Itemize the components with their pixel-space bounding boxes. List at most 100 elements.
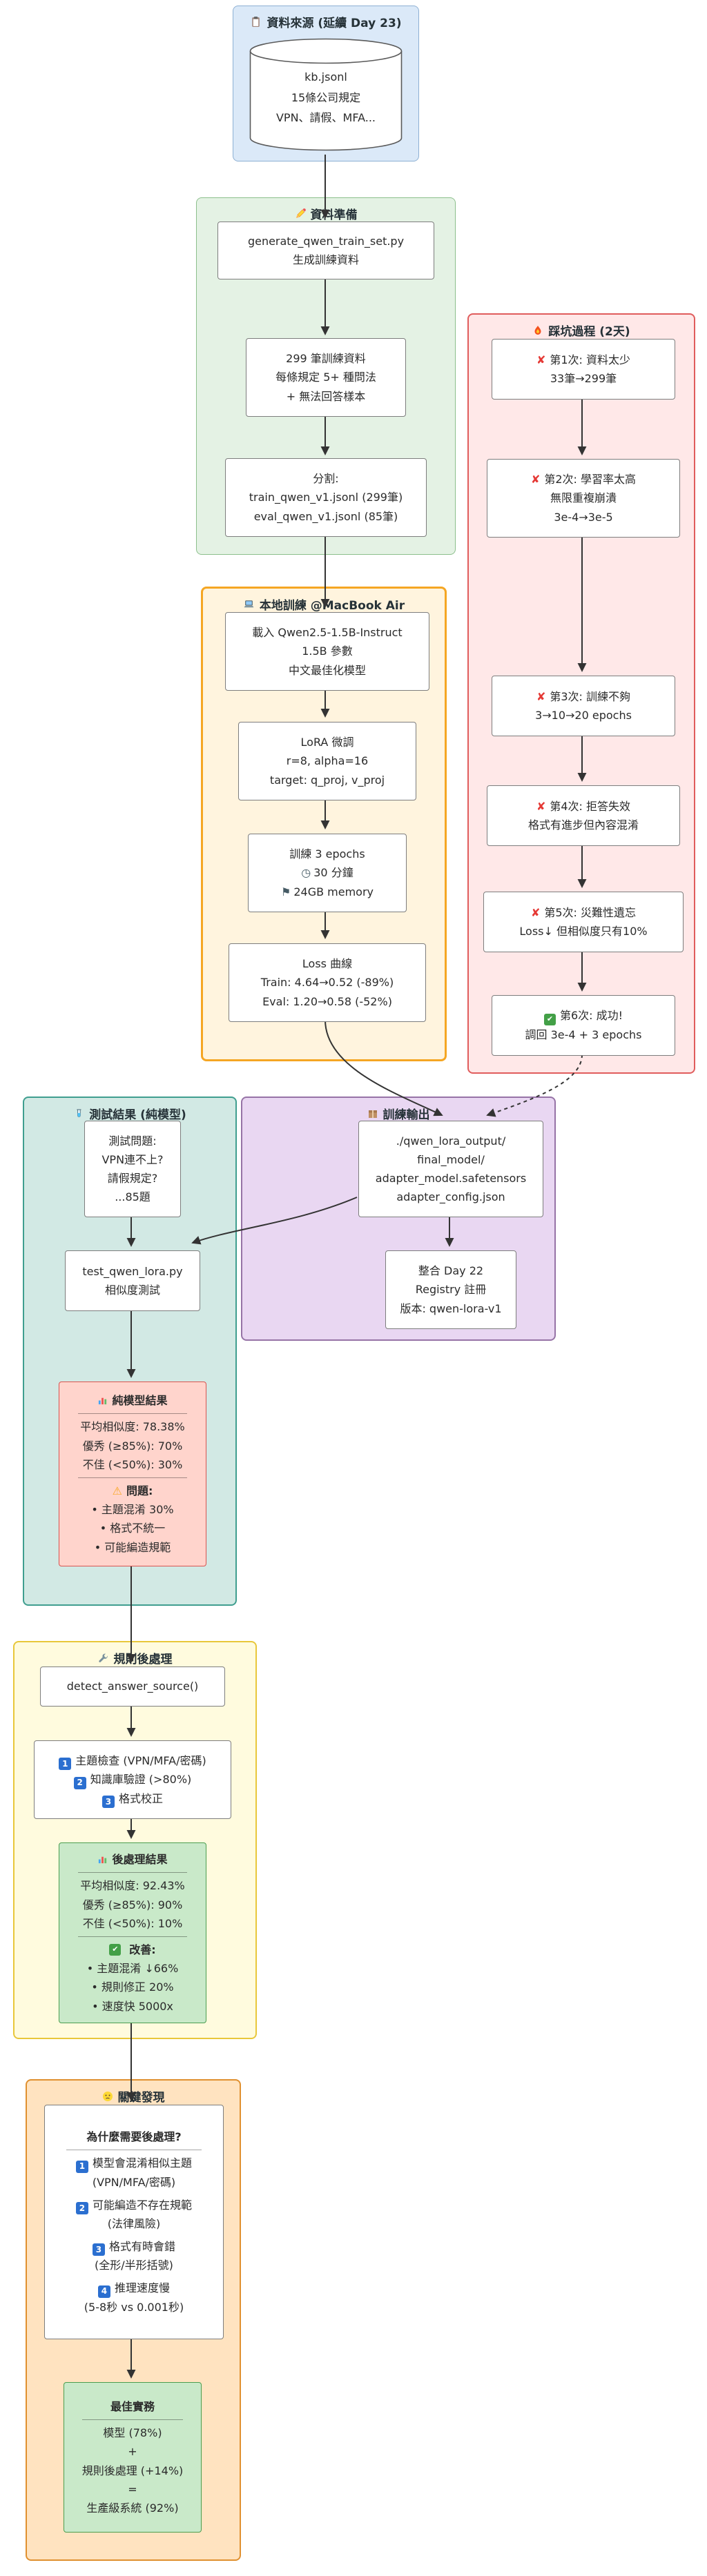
best-practice-header: 最佳實務	[110, 2399, 155, 2413]
badge-2: 2	[73, 1776, 86, 1789]
bar-chart-icon	[99, 1398, 107, 1405]
package-icon	[368, 1110, 377, 1118]
clipboard-icon	[252, 17, 260, 27]
node-line: target: q_proj, v_proj	[269, 773, 385, 787]
node-line: • 規則修正 20%	[91, 1980, 174, 1994]
subgraph-title-pitfalls: 踩坑過程 (2天)	[469, 322, 694, 339]
node-line: Loss 曲線	[302, 957, 353, 971]
node-line: 調回 3e-4 + 3 epochs	[525, 1028, 642, 1042]
divider	[78, 1413, 187, 1415]
node-line: 相似度測試	[104, 1284, 160, 1297]
check-icon: ✔	[543, 1014, 556, 1026]
node-pitfall-5: ✘第5次: 災難性遺忘 Loss↓ 但相似度只有10%	[483, 892, 684, 952]
laptop-icon	[244, 600, 254, 608]
node-registry: 整合 Day 22 Registry 註冊 版本: qwen-lora-v1	[385, 1250, 516, 1329]
divider	[78, 1936, 187, 1937]
cross-icon: ✘	[530, 905, 541, 919]
wrench-icon	[98, 1653, 108, 1662]
divider	[82, 2419, 183, 2421]
node-line: ✔第6次: 成功!	[499, 1006, 668, 1026]
node-line: ◷30 分鐘	[301, 866, 354, 880]
node-line: 3→10→20 epochs	[535, 709, 632, 722]
issues-header: ⚠ 問題:	[66, 1482, 199, 1500]
subgraph-title-training-output: 訓練輸出	[242, 1105, 554, 1122]
node-pure-model-results: 純模型結果 平均相似度: 78.38% 優秀 (≥85%): 70% 不佳 (<…	[59, 1382, 206, 1566]
badge-4: 4	[97, 2285, 110, 2298]
node-line: 優秀 (≥85%): 70%	[82, 1439, 183, 1453]
node-line: 33筆→299筆	[550, 372, 617, 385]
bar-chart-icon	[99, 1857, 107, 1864]
node-postprocess-results: 後處理結果 平均相似度: 92.43% 優秀 (≥85%): 90% 不佳 (<…	[59, 1842, 206, 2023]
node-line: Loss↓ 但相似度只有10%	[519, 925, 648, 938]
subgraph-label: 訓練輸出	[382, 1108, 430, 1122]
node-line: kb.jsonl	[304, 70, 347, 83]
subgraph-training-output: 訓練輸出 ./qwen_lora_output/ final_model/ ad…	[241, 1097, 556, 1341]
improve-header: ✔ 改善:	[66, 1940, 199, 1959]
node-test-questions: 測試問題: VPN連不上? 請假規定? ...85題	[84, 1121, 181, 1217]
cross-icon: ✘	[536, 689, 546, 703]
badge-1: 1	[59, 1758, 72, 1771]
result-header: 純模型結果	[66, 1391, 199, 1410]
subgraph-title-local-training: 本地訓練 @MacBook Air	[203, 596, 445, 613]
subgraph-pitfalls: 踩坑過程 (2天) ✘第1次: 資料太少 33筆→299筆 ✘第2次: 學習率太…	[467, 313, 695, 1074]
node-lora-config: LoRA 微調 r=8, alpha=16 target: q_proj, v_…	[238, 722, 416, 800]
node-line: ...85題	[115, 1190, 151, 1204]
subgraph-label: 資料來源 (延續 Day 23)	[267, 17, 402, 30]
node-line: 平均相似度: 78.38%	[80, 1420, 185, 1434]
node-train-epochs: 訓練 3 epochs ◷30 分鐘 ⚑24GB memory	[248, 834, 407, 912]
why-header: 為什麼需要後處理?	[86, 2130, 182, 2144]
node-line: 請假規定?	[107, 1172, 158, 1185]
node-load-model: 載入 Qwen2.5-1.5B-Instruct 1.5B 參數 中文最佳化模型	[225, 612, 429, 691]
divider	[78, 1872, 187, 1874]
node-line: 優秀 (≥85%): 90%	[82, 1898, 183, 1911]
node-line: 每條規定 5+ 種問法	[275, 371, 376, 384]
subgraph-test-results: 測試結果 (純模型) 測試問題: VPN連不上? 請假規定? ...85題 te…	[23, 1097, 237, 1606]
node-line: detect_answer_source()	[66, 1680, 199, 1693]
node-line: eval_qwen_v1.jsonl (85筆)	[253, 509, 398, 523]
subgraph-label: 資料準備	[310, 208, 358, 222]
warning-icon: ⚠	[112, 1484, 122, 1497]
node-line: ✘第3次: 訓練不夠	[536, 689, 631, 703]
cross-icon: ✘	[536, 799, 546, 813]
node-line: 3e-4→3e-5	[554, 510, 613, 524]
node-line: =	[128, 2482, 137, 2496]
node-line: • 可能編造規範	[94, 1540, 171, 1554]
subgraph-label: 規則後處理	[113, 1653, 173, 1666]
subgraph-title-test-results: 測試結果 (純模型)	[24, 1105, 235, 1122]
node-line: ✘第1次: 資料太少	[536, 353, 631, 366]
node-line: Eval: 1.20→0.58 (-52%)	[262, 994, 392, 1008]
node-line: 規則後處理 (+14%)	[81, 2464, 184, 2477]
node-loss-curve: Loss 曲線 Train: 4.64→0.52 (-89%) Eval: 1.…	[229, 943, 426, 1022]
node-line: 整合 Day 22	[418, 1264, 484, 1278]
cylinder-shape	[249, 38, 403, 151]
node-line: • 主題混淆 30%	[91, 1503, 174, 1517]
node-line: VPN、請假、MFA...	[275, 111, 376, 125]
subgraph-title-data-source: 資料來源 (延續 Day 23)	[233, 13, 418, 30]
subgraph-data-source: 資料來源 (延續 Day 23) kb.jsonl 15條公司規定 VPN、請假…	[233, 6, 419, 161]
badge-3: 3	[101, 1795, 115, 1808]
node-line: train_qwen_v1.jsonl (299筆)	[249, 491, 403, 504]
database-cylinder-kb: kb.jsonl 15條公司規定 VPN、請假、MFA...	[249, 37, 403, 153]
node-line: 測試問題:	[108, 1134, 157, 1148]
node-line: 生成訓練資料	[292, 253, 359, 266]
timer-icon: ◷	[301, 866, 311, 880]
node-line: adapter_config.json	[396, 1190, 505, 1204]
node-test-script: test_qwen_lora.py 相似度測試	[65, 1250, 200, 1311]
subgraph-local-training: 本地訓練 @MacBook Air 載入 Qwen2.5-1.5B-Instru…	[201, 587, 447, 1061]
node-line: • 主題混淆 ↓66%	[86, 1962, 179, 1976]
node-line: 訓練 3 epochs	[289, 847, 365, 861]
node-line: 不佳 (<50%): 10%	[82, 1916, 183, 1930]
node-line: 模型 (78%)	[103, 2426, 162, 2440]
node-line: • 格式不統一	[99, 1522, 166, 1535]
node-line: 15條公司規定	[291, 90, 361, 104]
why-item-sub: (5-8秒 vs 0.001秒)	[84, 2300, 184, 2314]
node-line: ✘第5次: 災難性遺忘	[530, 905, 637, 919]
node-line: ⚑24GB memory	[280, 885, 374, 898]
node-generate-script: generate_qwen_train_set.py 生成訓練資料	[217, 222, 434, 279]
